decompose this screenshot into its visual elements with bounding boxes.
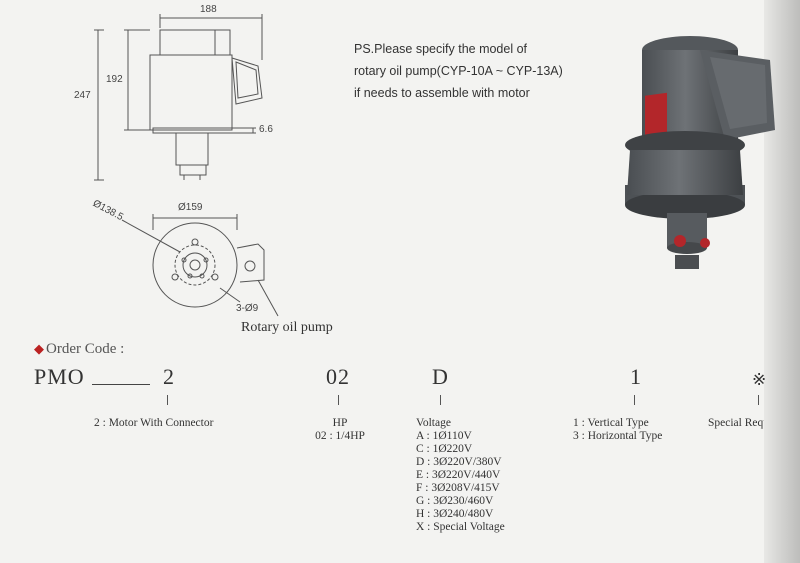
- voltage-title: Voltage: [416, 417, 451, 429]
- code-voltage: D: [432, 364, 449, 389]
- voltage-item: G : 3Ø230/460V: [416, 495, 494, 507]
- tick-special: [758, 395, 759, 405]
- tick-hp: [338, 395, 339, 405]
- hp-section: HP 02 : 1/4HP: [300, 417, 380, 443]
- hp-title: HP: [332, 417, 348, 429]
- order-code-label: Order Code :: [46, 341, 125, 357]
- type-section: 1 : Vertical Type 3 : Horizontal Type: [573, 417, 662, 443]
- tick-motor: [167, 395, 168, 405]
- code-special: ※: [752, 370, 768, 389]
- side-view-drawing: [94, 14, 263, 181]
- type-item: 3 : Horizontal Type: [573, 430, 663, 442]
- voltage-item: H : 3Ø240/480V: [416, 508, 494, 520]
- voltage-section: Voltage A : 1Ø110V C : 1Ø220V D : 3Ø220V…: [416, 417, 505, 534]
- tick-type: [634, 395, 635, 405]
- diamond-bullet-icon: ◆: [34, 341, 44, 356]
- hp-description: 02 : 1/4HP: [315, 430, 365, 442]
- dim-flange-diameter: Ø159: [178, 202, 203, 213]
- dim-height-total: 247: [74, 90, 91, 101]
- dim-width: 188: [200, 4, 217, 15]
- special-description: Special Requ: [708, 417, 764, 429]
- top-view-drawing: [121, 214, 279, 317]
- note-line: if needs to assemble with motor: [354, 86, 530, 100]
- note-line: rotary oil pump(CYP-10A ~ CYP-13A): [354, 64, 563, 78]
- drawing-caption: Rotary oil pump: [241, 320, 333, 335]
- dim-height-body: 192: [106, 74, 123, 85]
- assembly-note: PS.Please specify the model of rotary oi…: [354, 38, 563, 104]
- dim-holes: 3-Ø9: [236, 303, 259, 314]
- voltage-item: F : 3Ø208V/415V: [416, 482, 500, 494]
- code-hp: 02: [326, 364, 350, 389]
- code-dash: [92, 384, 150, 385]
- motor-pump-photo: [625, 36, 775, 269]
- voltage-item: D : 3Ø220V/380V: [416, 456, 502, 468]
- code-series: PMO: [34, 364, 85, 389]
- voltage-item: X : Special Voltage: [416, 521, 505, 533]
- order-code-title: ◆Order Code :: [34, 341, 124, 358]
- note-line: PS.Please specify the model of: [354, 42, 528, 56]
- tick-voltage: [440, 395, 441, 405]
- voltage-item: E : 3Ø220V/440V: [416, 469, 501, 481]
- voltage-item: C : 1Ø220V: [416, 443, 473, 455]
- code-motor: 2: [163, 364, 175, 389]
- dim-base-thickness: 6.6: [259, 124, 273, 135]
- voltage-item: A : 1Ø110V: [416, 430, 472, 442]
- code-type: 1: [630, 364, 642, 389]
- type-item: 1 : Vertical Type: [573, 417, 649, 429]
- motor-description: 2 : Motor With Connector: [94, 417, 214, 429]
